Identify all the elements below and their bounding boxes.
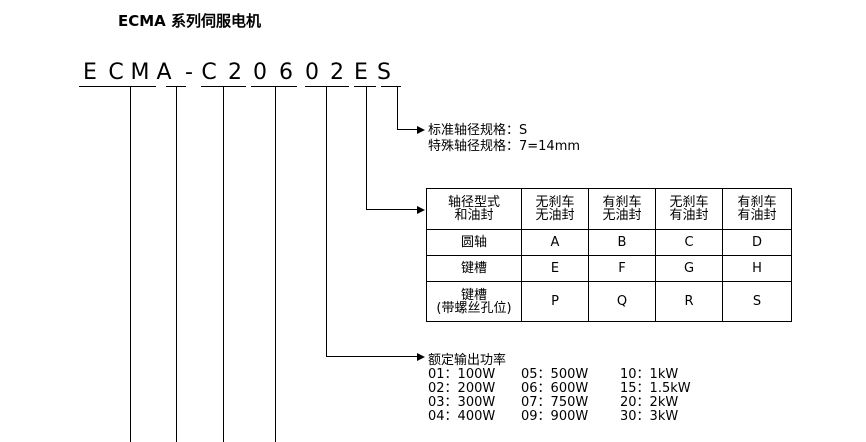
option-connector-h [366,209,418,210]
power-item: 04：400W [428,409,496,424]
table-cell: D [722,229,792,256]
connector-line-1 [130,86,131,442]
model-code-char: 2 [228,60,242,85]
model-code-char: 0 [305,60,319,85]
shaft-arrow-icon [417,126,425,134]
model-code-char: M [130,60,150,85]
model-code-char: 0 [253,60,267,85]
code-underline [381,86,401,87]
shaft-connector-h [397,129,418,130]
option-arrow-icon [417,206,425,214]
power-item: 20：2kW [620,395,679,410]
shaft-spec-special: 特殊轴径规格：7=14mm [428,139,581,154]
model-code-char: S [377,60,391,85]
model-code-char: C [108,60,124,85]
table-cell: S [722,281,792,322]
table-cell: G [655,255,723,282]
table-cell: E [521,255,589,282]
connector-line-4 [275,86,276,442]
power-item: 30：3kW [620,409,679,424]
code-underline [354,86,376,87]
power-item: 15：1.5kW [620,381,691,396]
shaft-spec-standard: 标准轴径规格：S [428,123,528,138]
table-cell: H [722,255,792,282]
option-connector-v [366,86,367,210]
power-item: 09：900W [521,409,589,424]
code-underline [305,86,349,87]
power-col-1: 01：100W 02：200W 03：300W 04：400W [428,368,495,424]
table-cell: 键槽 [426,255,522,282]
table-header-cell: 有刹车有油封 [722,188,792,230]
table-cell: 键槽(带螺丝孔位) [426,281,522,322]
power-item: 01：100W [428,367,496,382]
table-header-cell: 轴径型式和油封 [426,188,522,230]
table-cell: F [588,255,656,282]
model-code-char: 6 [279,60,293,85]
table-header-row: 轴径型式和油封 无刹车无油封 有刹车无油封 无刹车有油封 有刹车有油封 [426,188,792,230]
model-code-char: C [201,60,217,85]
power-item: 07：750W [521,395,589,410]
shaft-option-table: 轴径型式和油封 无刹车无油封 有刹车无油封 无刹车有油封 有刹车有油封 圆轴 A… [426,188,792,322]
power-item: 02：200W [428,381,496,396]
table-header-cell: 有刹车无油封 [588,188,656,230]
table-header-cell: 无刹车无油封 [521,188,589,230]
model-code-char: A [156,60,172,85]
power-connector-v [326,86,327,357]
table-cell: P [521,281,589,322]
page-title: ECMA 系列伺服电机 [118,12,262,30]
connector-line-3 [223,86,224,442]
power-col-2: 05：500W 06：600W 07：750W 09：900W [521,368,588,424]
power-title: 额定输出功率 [428,353,507,368]
table-row: 键槽(带螺丝孔位) P Q R S [426,281,792,322]
power-connector-h [326,356,418,357]
connector-line-2 [176,86,177,442]
table-cell: B [588,229,656,256]
table-cell: A [521,229,589,256]
model-code-char: 2 [330,60,344,85]
model-code-char: E [354,60,368,85]
code-underline [79,86,156,87]
table-cell: C [655,229,723,256]
power-arrow-icon [417,353,425,361]
model-code-char: E [83,60,97,85]
table-row: 键槽 E F G H [426,255,792,282]
table-header-cell: 无刹车有油封 [655,188,723,230]
shaft-connector-v [397,86,398,130]
table-cell: Q [588,281,656,322]
power-col-3: 10：1kW 15：1.5kW 20：2kW 30：3kW [620,368,691,424]
power-item: 05：500W [521,367,589,382]
model-code-char: - [185,60,193,85]
power-item: 06：600W [521,381,589,396]
table-cell: 圆轴 [426,229,522,256]
code-underline [251,86,297,87]
table-row: 圆轴 A B C D [426,229,792,256]
power-item: 03：300W [428,395,496,410]
table-cell: R [655,281,723,322]
power-item: 10：1kW [620,367,679,382]
